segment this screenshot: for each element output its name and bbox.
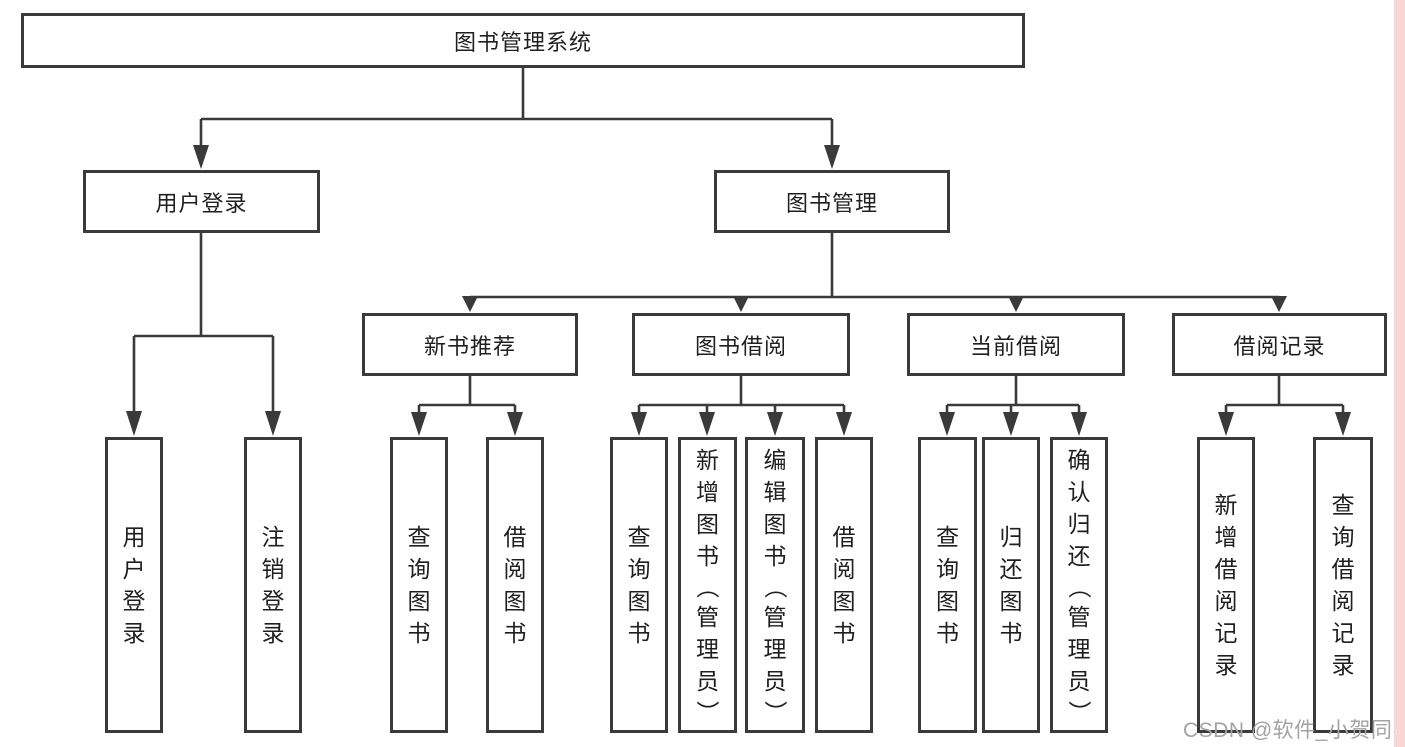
node-book-management: 图书管理 bbox=[714, 170, 950, 233]
leaf-borrow-books-recommend: 借阅图书 bbox=[486, 437, 544, 733]
node-user-login: 用户登录 bbox=[83, 170, 320, 233]
node-book-borrow: 图书借阅 bbox=[632, 313, 850, 376]
node-new-book-recommend: 新书推荐 bbox=[362, 313, 578, 376]
leaf-add-borrow-record: 新增借阅记录 bbox=[1197, 437, 1255, 733]
right-edge-strip bbox=[1394, 0, 1405, 747]
leaf-confirm-return-admin: 确认归还（管理员） bbox=[1050, 437, 1108, 733]
csdn-watermark: CSDN @软件_小贺同学 bbox=[1183, 719, 1405, 742]
leaf-edit-books-admin: 编辑图书（管理员） bbox=[745, 437, 805, 733]
leaf-user-login: 用户登录 bbox=[105, 437, 163, 733]
leaf-borrow-books: 借阅图书 bbox=[815, 437, 873, 733]
leaf-query-books-recommend: 查询图书 bbox=[390, 437, 448, 733]
leaf-query-borrow-record: 查询借阅记录 bbox=[1313, 437, 1373, 733]
leaf-query-books-borrow: 查询图书 bbox=[610, 437, 668, 733]
node-library-system-root: 图书管理系统 bbox=[21, 13, 1025, 68]
node-current-borrow: 当前借阅 bbox=[907, 313, 1125, 376]
leaf-query-books-current: 查询图书 bbox=[918, 437, 977, 733]
leaf-add-books-admin: 新增图书（管理员） bbox=[678, 437, 737, 733]
leaf-return-books: 归还图书 bbox=[982, 437, 1040, 733]
node-borrow-records: 借阅记录 bbox=[1172, 313, 1387, 376]
leaf-logout: 注销登录 bbox=[244, 437, 302, 733]
